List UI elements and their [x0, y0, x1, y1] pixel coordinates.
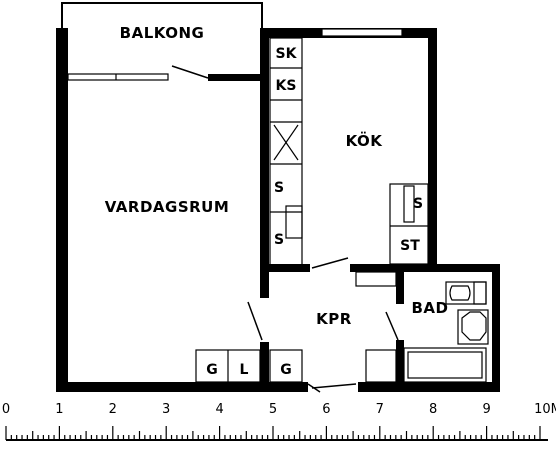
fixture-label-st: ST — [400, 238, 420, 254]
scale-label: 10M — [534, 402, 556, 417]
scale-label: 7 — [376, 402, 384, 417]
scale-label: 4 — [215, 402, 223, 417]
wall-bath-left-lower — [396, 340, 404, 392]
balcony-door — [171, 65, 209, 79]
scale-label: 5 — [269, 402, 277, 417]
scale-label: 9 — [482, 402, 490, 417]
room-label-bath: BAD — [412, 299, 449, 317]
wall-bath-left-upper — [396, 264, 404, 304]
scale-label: 3 — [162, 402, 170, 417]
wall-living-hall — [260, 272, 269, 298]
fixture-label-l: L — [240, 362, 249, 378]
bath-door — [385, 311, 399, 341]
balcony-window — [67, 73, 169, 81]
wall-kitchen-right — [428, 28, 437, 272]
wall-bottom-right — [358, 382, 500, 392]
wall-balcony-stub — [208, 74, 264, 81]
wall-left — [56, 28, 68, 392]
room-label-hall: KPR — [316, 310, 352, 328]
fixture-label-s3: S — [413, 196, 423, 212]
openings — [67, 28, 403, 81]
wall-bath-right — [492, 264, 500, 392]
fixture-label-s2: S — [274, 232, 284, 248]
room-label-balcony: BALKONG — [120, 24, 205, 42]
balcony — [61, 2, 263, 30]
room-label-kitchen: KÖK — [346, 131, 384, 150]
fixture-label-g1: G — [206, 362, 218, 378]
bath-fixtures — [355, 271, 489, 383]
hall-storage — [195, 349, 303, 383]
scale-bar: 0 1 2 3 4 5 6 7 8 9 10M — [2, 402, 556, 441]
fixture-label-ks: KS — [276, 78, 297, 94]
living-door — [247, 301, 263, 341]
kitchen-window — [321, 28, 403, 37]
scale-label: 8 — [429, 402, 437, 417]
scale-label: 2 — [109, 402, 117, 417]
entrance-door — [311, 383, 357, 389]
wall-hall-lower — [260, 342, 269, 392]
scale-label: 6 — [322, 402, 330, 417]
fixture-label-sk: SK — [276, 46, 298, 62]
wall-bottom-left — [56, 382, 308, 392]
door-swings — [171, 65, 399, 393]
wall-kitchen-bottom-right — [350, 264, 437, 272]
fixture-label-s1: S — [274, 180, 284, 196]
wall-living-kitchen — [260, 28, 269, 272]
scale-label: 0 — [2, 402, 10, 417]
fixture-label-g2: G — [280, 362, 292, 378]
wall-bath-top — [396, 264, 500, 272]
scale-label: 1 — [55, 402, 63, 417]
kitchen-fixtures — [269, 37, 429, 269]
kitchen-door — [311, 257, 349, 269]
room-label-living: VARDAGSRUM — [105, 198, 230, 216]
